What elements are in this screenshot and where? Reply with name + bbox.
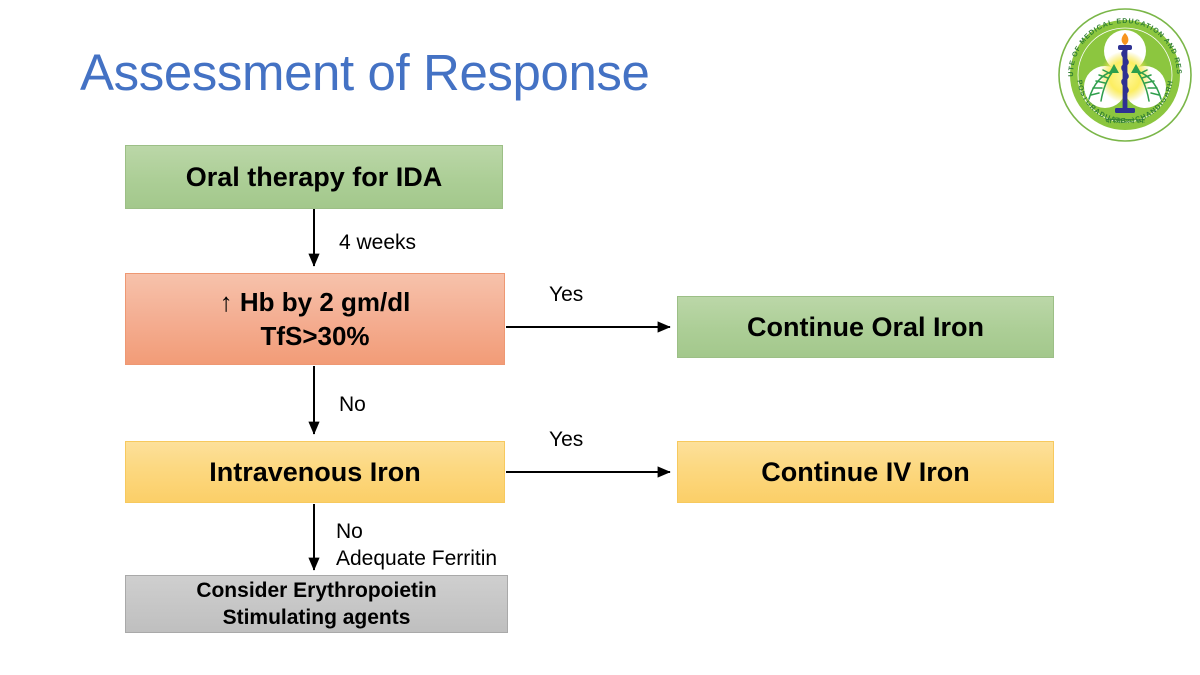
edge-label-no-iv: No xyxy=(339,393,366,416)
flow-node-continue-oral-iron-line-1: Continue Oral Iron xyxy=(746,311,984,342)
flow-node-intravenous-iron[interactable]: Intravenous Iron xyxy=(125,441,505,503)
flow-node-continue-oral-iron[interactable]: Continue Oral Iron xyxy=(677,296,1054,358)
flow-node-response-check-line-1: ↑ Hb by 2 gm/dl xyxy=(219,287,411,317)
flow-node-response-check[interactable]: ↑ Hb by 2 gm/dl TfS>30% xyxy=(125,273,505,365)
flow-node-oral-therapy[interactable]: Oral therapy for IDA xyxy=(125,145,503,209)
edge-label-yes-oral: Yes xyxy=(549,283,584,306)
logo-leaf-tips xyxy=(1109,64,1141,73)
edge-label-adequate-ferritin: Adequate Ferritin xyxy=(336,547,498,570)
flow-node-intravenous-iron-line-1: Intravenous Iron xyxy=(209,456,421,487)
logo-serpent xyxy=(1121,49,1129,95)
logo-flame xyxy=(1121,33,1129,45)
edge-label-no-esa: No xyxy=(336,520,363,543)
edge-label-four-weeks: 4 weeks xyxy=(339,231,417,254)
page-title: Assessment of Response xyxy=(80,44,650,101)
flow-node-consider-esa-line-2: Stimulating agents xyxy=(222,606,411,629)
flow-node-continue-iv-iron-line-1: Continue IV Iron xyxy=(761,456,970,487)
flow-node-consider-esa-line-1: Consider Erythropoietin xyxy=(196,579,437,602)
flow-node-continue-iv-iron[interactable]: Continue IV Iron xyxy=(677,441,1054,503)
logo-caduceus xyxy=(1115,33,1135,113)
flow-node-consider-esa[interactable]: Consider Erythropoietin Stimulating agen… xyxy=(125,575,508,633)
flow-node-oral-therapy-line-1: Oral therapy for IDA xyxy=(185,161,443,192)
pgimer-logo: INSTITUTE OF MEDICAL EDUCATION AND RESEA… xyxy=(1054,2,1193,143)
edge-label-yes-iv: Yes xyxy=(549,428,584,451)
flow-node-response-check-line-2: TfS>30% xyxy=(260,321,370,351)
logo-motto: भी सेवा परमो धर्मः xyxy=(1105,117,1145,125)
